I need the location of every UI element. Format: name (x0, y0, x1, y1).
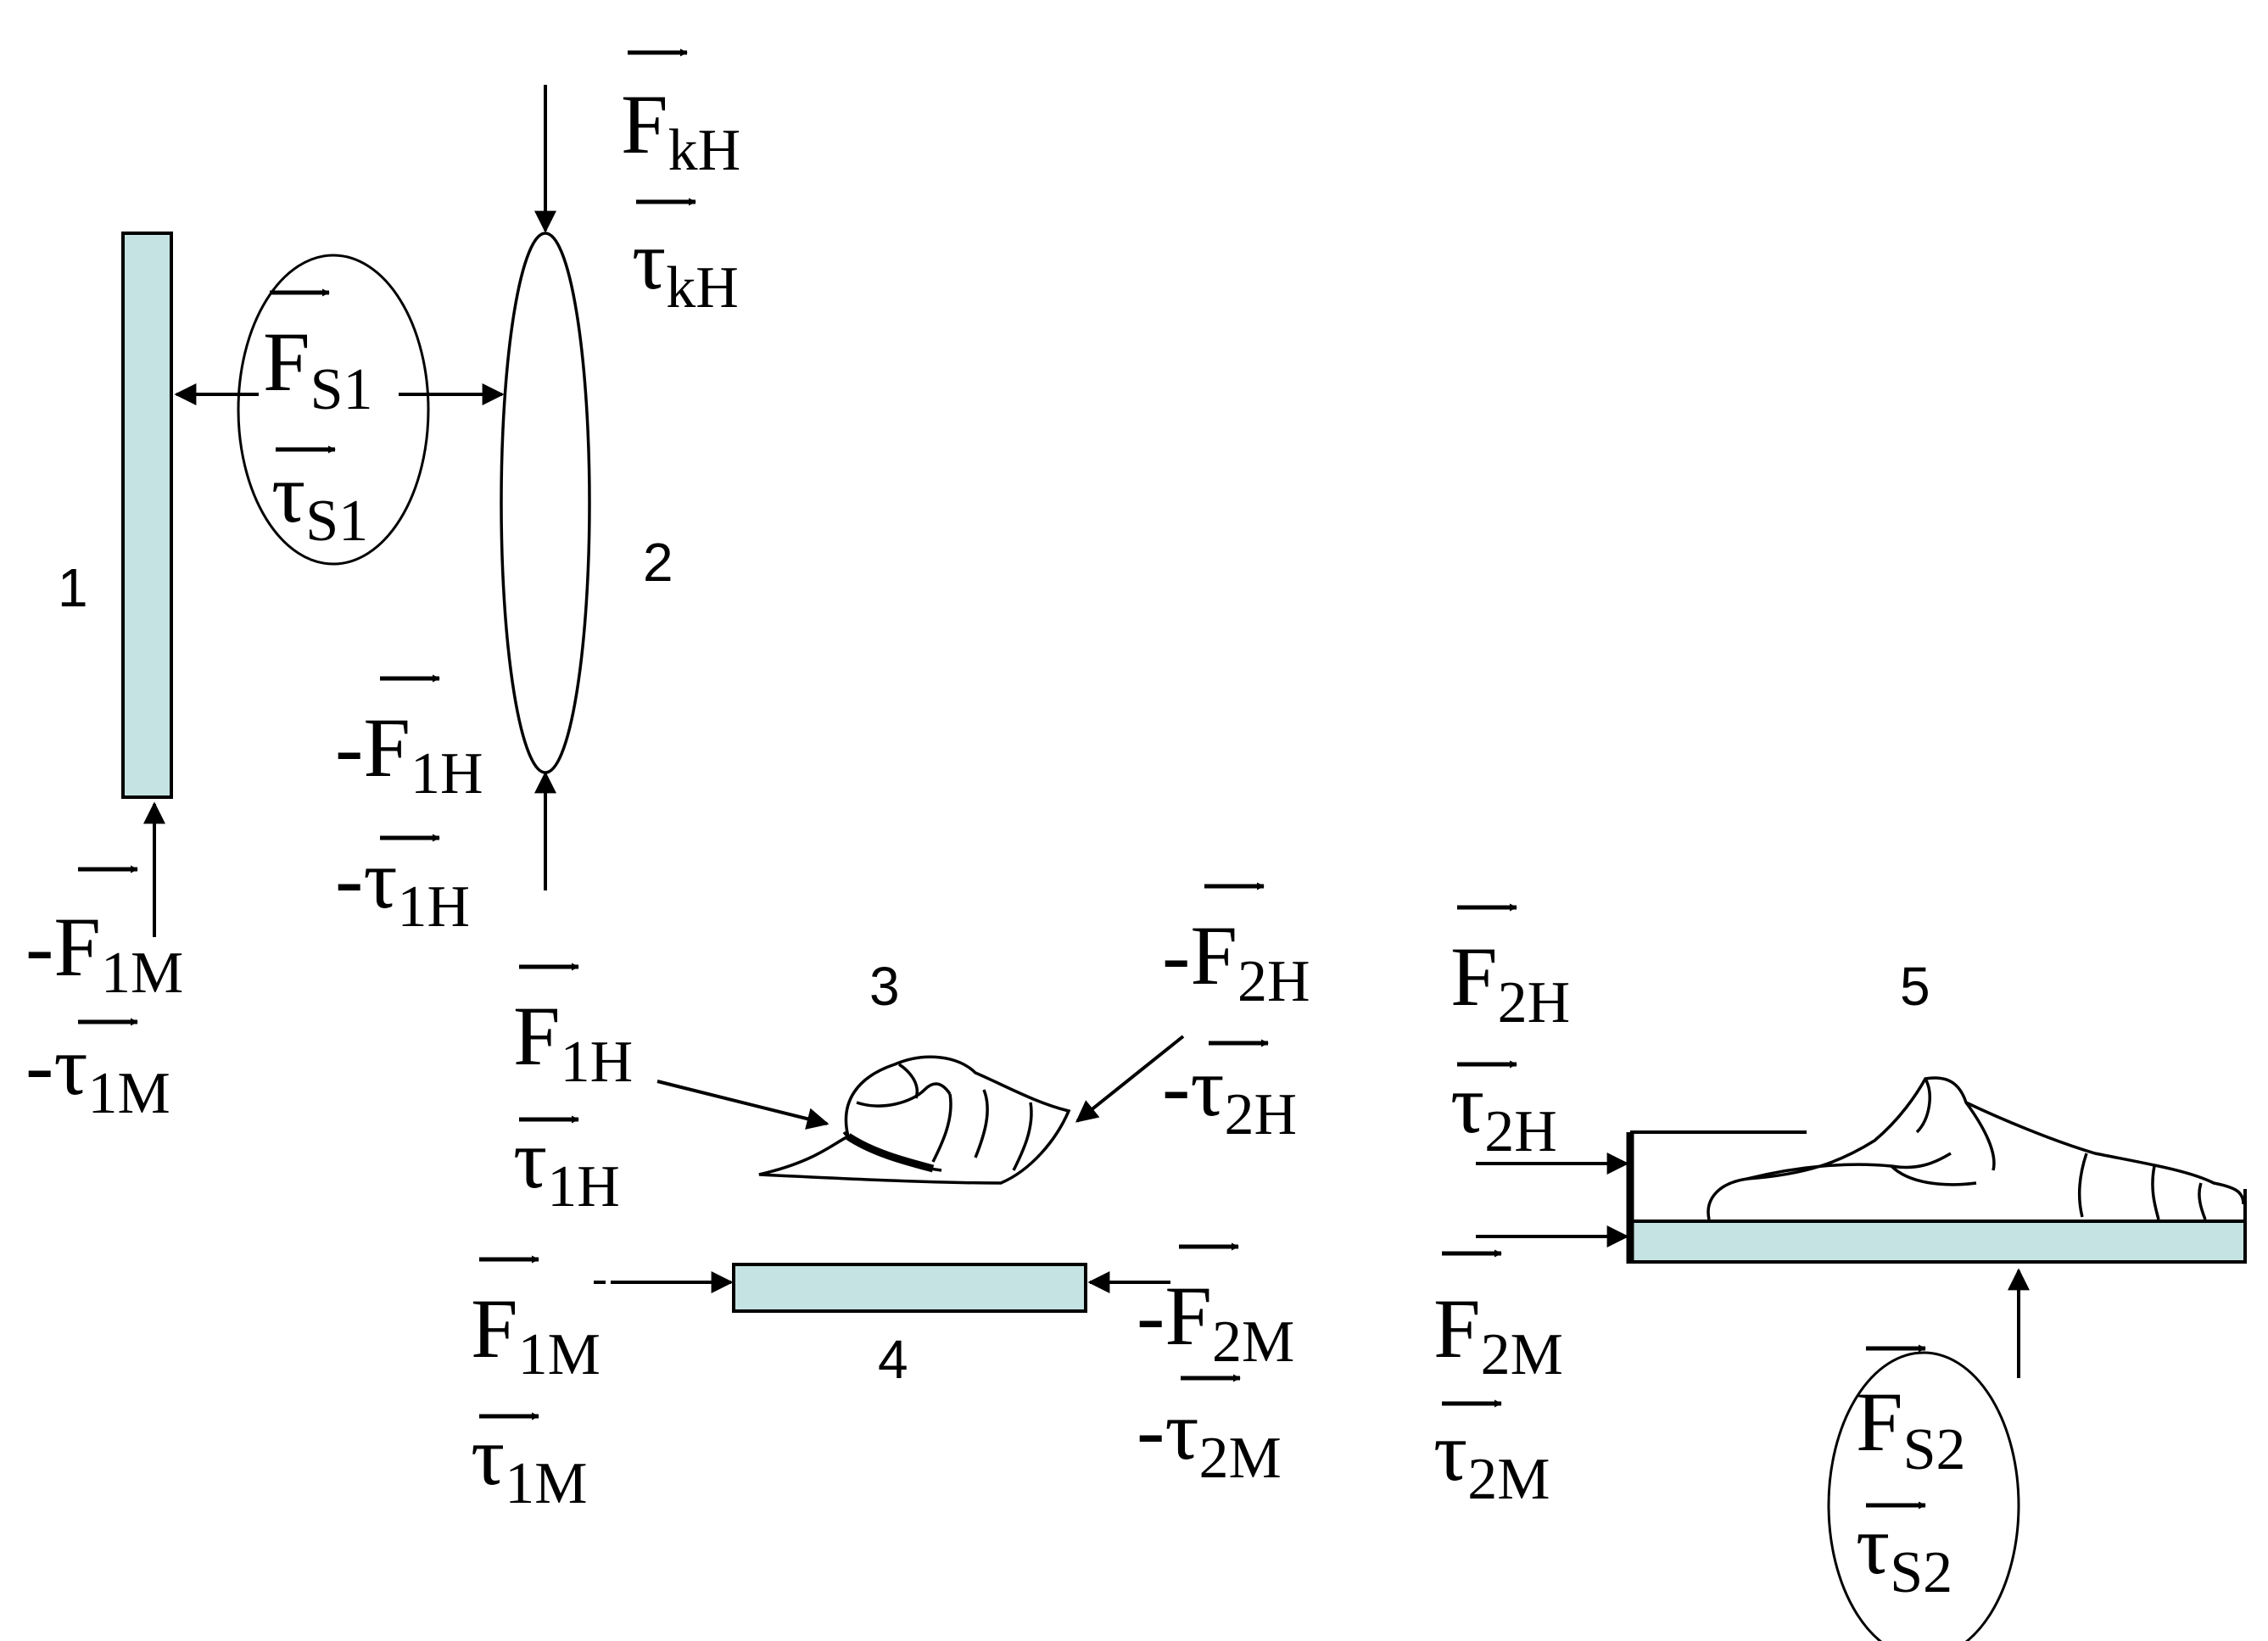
svg-text:F2H: F2H (1450, 929, 1570, 1035)
foot-sketch-5 (1707, 1076, 2245, 1220)
label-tau-S2: τS2 (1856, 1498, 1952, 1605)
force-arrow-1H-to-foot (656, 1080, 830, 1130)
label-neg-tau-1M-seg1: -τ1M (25, 1018, 170, 1126)
svg-text:τ1M: τ1M (471, 1409, 587, 1516)
label-F-S2: FS2 (1856, 1344, 1966, 1482)
svg-text:-τ2M: -τ2M (1137, 1383, 1282, 1491)
label-neg-F-2M: -F2M (1137, 1242, 1294, 1375)
svg-text:FS2: FS2 (1856, 1375, 1966, 1482)
svg-text:FS1: FS1 (263, 315, 373, 422)
svg-text:τS1: τS1 (271, 446, 368, 554)
svg-text:τkH: τkH (632, 213, 739, 321)
svg-text:F1H: F1H (513, 989, 633, 1095)
label-tau-1H: τ1H (513, 1112, 620, 1220)
label-tau-2M: τ2M (1433, 1399, 1550, 1512)
svg-text:F1M: F1M (471, 1281, 601, 1387)
label-F-2M: F2M (1433, 1249, 1563, 1387)
segment-4-number: 4 (878, 1329, 908, 1390)
joint-s1-ellipse (237, 254, 430, 566)
label-tau-S1: τS1 (271, 445, 368, 554)
label-neg-F-2H: -F2H (1162, 882, 1310, 1014)
label-tau-kH: τkH (632, 198, 739, 321)
svg-text:-F1H: -F1H (335, 700, 483, 807)
segment-2-ellipse (500, 232, 591, 774)
svg-text:τ1H: τ1H (513, 1112, 620, 1220)
label-neg-F-1M-seg1: -F1M (25, 865, 183, 1006)
svg-text:FkH: FkH (621, 77, 740, 183)
label-neg-tau-2M: -τ2M (1137, 1374, 1282, 1491)
label-F-2H: F2H (1450, 903, 1570, 1035)
segment-5-number: 5 (1900, 956, 1930, 1017)
svg-text:F2M: F2M (1433, 1281, 1563, 1387)
svg-text:-τ1H: -τ1H (335, 832, 470, 940)
svg-text:τ2M: τ2M (1433, 1404, 1550, 1512)
label-neg-F-1H-seg2: -F1H (335, 674, 483, 807)
label-F-kH: FkH (621, 48, 740, 183)
label-tau-2H: τ2H (1450, 1057, 1557, 1164)
svg-text:-F2M: -F2M (1137, 1269, 1294, 1375)
foot-sketch-3 (758, 1055, 1071, 1185)
label-neg-tau-2H: -τ2H (1162, 1039, 1297, 1147)
segment-2-number: 2 (643, 532, 673, 593)
segment-1-number: 1 (58, 557, 88, 618)
segment-3-number: 3 (869, 956, 900, 1017)
svg-text:-F2H: -F2H (1162, 908, 1310, 1014)
joint-s2-ellipse (1827, 1351, 2020, 1641)
segment-4-bar (732, 1263, 1087, 1313)
segment-5-platform (1628, 1220, 2247, 1264)
svg-text:-τ2H: -τ2H (1162, 1040, 1297, 1147)
label-F-1M: F1M (471, 1255, 601, 1387)
force-arrow-2H-to-foot (1075, 1035, 1185, 1123)
label-F-1H: F1H (513, 963, 633, 1095)
svg-text:-τ1M: -τ1M (25, 1019, 170, 1126)
segment-1-bar (121, 232, 173, 799)
svg-text:-F1M: -F1M (25, 900, 183, 1006)
svg-text:τS2: τS2 (1856, 1498, 1952, 1605)
svg-text:τ2H: τ2H (1450, 1057, 1557, 1164)
label-F-S1: FS1 (263, 288, 373, 422)
label-neg-tau-1H-seg2: -τ1H (335, 832, 470, 940)
label-tau-1M: τ1M (471, 1409, 587, 1516)
